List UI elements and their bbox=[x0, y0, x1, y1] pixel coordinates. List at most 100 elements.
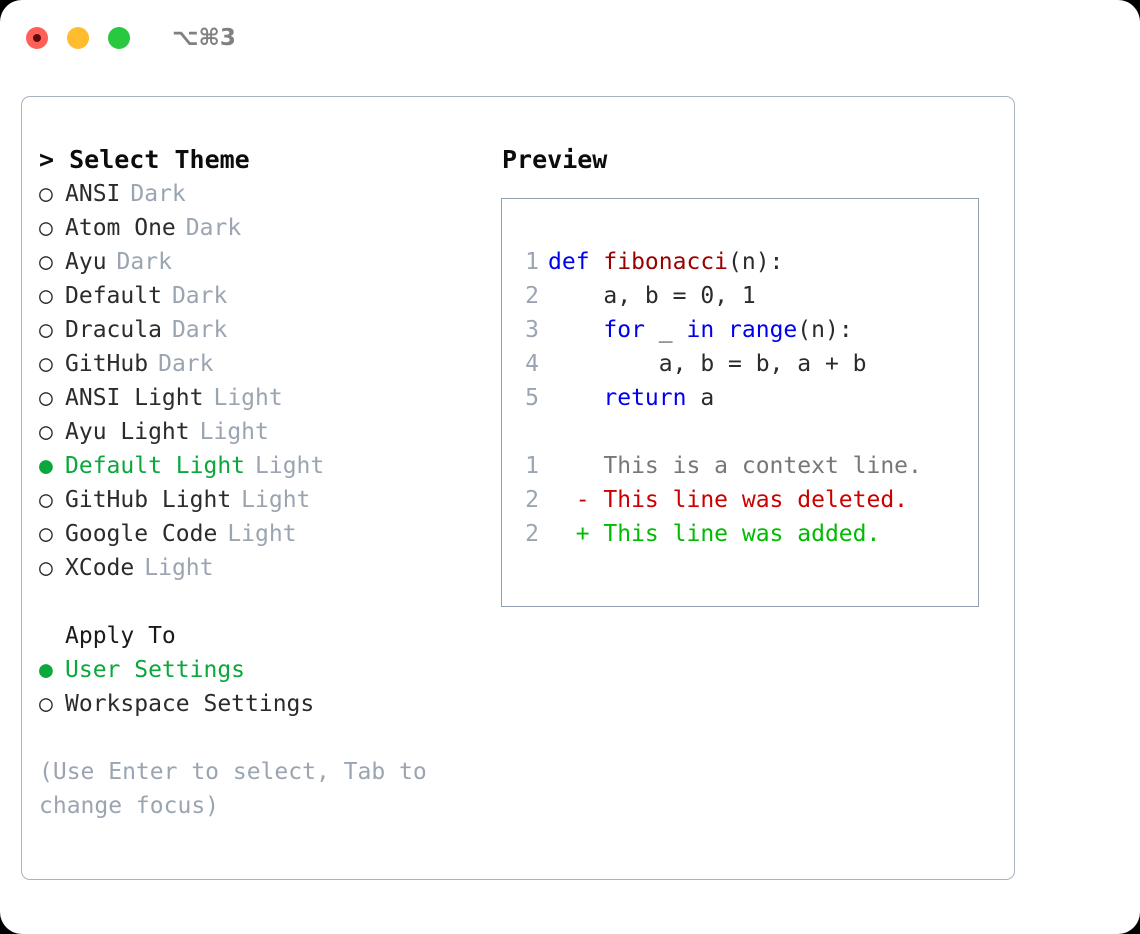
theme-option-xcode[interactable]: ○ XCode Light bbox=[39, 551, 501, 585]
theme-option-label: Ayu bbox=[65, 249, 107, 275]
code-line-text: return a bbox=[548, 381, 714, 415]
theme-option-variant: Dark bbox=[158, 351, 214, 377]
radio-icon: ○ bbox=[39, 555, 53, 581]
diff-sample: 1 This is a context line. 2 - This line w… bbox=[502, 449, 978, 551]
theme-option-variant: Light bbox=[227, 521, 297, 547]
code-line-number: 3 bbox=[525, 317, 539, 343]
theme-option-dracula[interactable]: ○ Dracula Dark bbox=[39, 313, 501, 347]
close-icon bbox=[33, 34, 41, 42]
theme-option-ayu[interactable]: ○ Ayu Dark bbox=[39, 245, 501, 279]
radio-icon: ○ bbox=[39, 181, 53, 207]
theme-option-label: ANSI bbox=[65, 181, 121, 207]
diff-line: 1 This is a context line. bbox=[502, 449, 978, 483]
radio-selected-icon: ● bbox=[39, 453, 53, 479]
theme-option-label: Ayu Light bbox=[65, 419, 190, 445]
theme-option-label: Atom One bbox=[65, 215, 176, 241]
radio-icon: ○ bbox=[39, 691, 53, 717]
code-token: a bbox=[700, 385, 715, 411]
code-line: 4 a, b = b, a + b bbox=[502, 347, 978, 381]
radio-icon: ○ bbox=[39, 215, 53, 241]
theme-option-variant: Light bbox=[144, 555, 214, 581]
theme-option-variant: Light bbox=[199, 419, 269, 445]
radio-selected-icon: ● bbox=[39, 657, 53, 683]
theme-option-google-code[interactable]: ○ Google Code Light bbox=[39, 517, 501, 551]
diff-line-text: This is a context line. bbox=[548, 453, 922, 479]
theme-option-ansi[interactable]: ○ ANSI Dark bbox=[39, 177, 501, 211]
code-line-number: 5 bbox=[525, 385, 539, 411]
radio-icon: ○ bbox=[39, 283, 53, 309]
maximize-button[interactable] bbox=[108, 27, 130, 49]
code-line-number: 1 bbox=[525, 249, 539, 275]
keyboard-shortcut-label: ⌥⌘3 bbox=[172, 25, 236, 51]
theme-option-label: GitHub Light bbox=[65, 487, 232, 513]
code-line-text: a, b = b, a + b bbox=[548, 347, 867, 381]
theme-option-variant: Light bbox=[241, 487, 311, 513]
theme-option-variant: Dark bbox=[116, 249, 172, 275]
diff-line-text: - This line was deleted. bbox=[548, 487, 909, 513]
theme-option-label: Google Code bbox=[65, 521, 218, 547]
radio-icon: ○ bbox=[39, 351, 53, 377]
code-token: a, b = 0, 1 bbox=[603, 283, 756, 309]
code-line-text: for _ in range(n): bbox=[548, 313, 853, 347]
theme-option-github-light[interactable]: ○ GitHub Light Light bbox=[39, 483, 501, 517]
code-token: (n): bbox=[728, 249, 784, 275]
theme-option-github[interactable]: ○ GitHub Dark bbox=[39, 347, 501, 381]
theme-option-variant: Light bbox=[255, 453, 325, 479]
spacer bbox=[39, 721, 501, 755]
code-line-number: 2 bbox=[525, 283, 539, 309]
theme-option-label: XCode bbox=[65, 555, 135, 581]
theme-option-variant: Dark bbox=[130, 181, 186, 207]
radio-icon: ○ bbox=[39, 419, 53, 445]
radio-icon: ○ bbox=[39, 487, 53, 513]
code-token: for bbox=[603, 317, 659, 343]
radio-icon: ○ bbox=[39, 249, 53, 275]
page-title: > Select Theme bbox=[39, 145, 250, 174]
radio-icon: ○ bbox=[39, 521, 53, 547]
code-token: def bbox=[548, 249, 604, 275]
title-bar: ⌥⌘3 bbox=[0, 0, 1140, 76]
code-line-text: a, b = 0, 1 bbox=[548, 279, 756, 313]
apply-to-option-workspace-settings[interactable]: ○ Workspace Settings bbox=[39, 687, 501, 721]
radio-icon: ○ bbox=[39, 385, 53, 411]
code-token: range bbox=[728, 317, 798, 343]
code-token: a, b = b, a + b bbox=[658, 351, 867, 377]
theme-option-ansi-light[interactable]: ○ ANSI Light Light bbox=[39, 381, 501, 415]
apply-to-option-user-settings[interactable]: ● User Settings bbox=[39, 653, 501, 687]
apply-to-option-label: Workspace Settings bbox=[65, 691, 315, 717]
theme-option-label: Dracula bbox=[65, 317, 162, 343]
theme-option-ayu-light[interactable]: ○ Ayu Light Light bbox=[39, 415, 501, 449]
diff-line-number: 2 bbox=[525, 487, 539, 513]
close-button[interactable] bbox=[26, 27, 48, 49]
code-token: _ bbox=[658, 317, 687, 343]
spacer bbox=[39, 585, 501, 619]
theme-option-variant: Light bbox=[213, 385, 283, 411]
radio-icon: ○ bbox=[39, 317, 53, 343]
code-line: 1 def fibonacci(n): bbox=[502, 245, 978, 279]
theme-option-label: GitHub bbox=[65, 351, 149, 377]
apply-to-option-label: User Settings bbox=[65, 657, 246, 683]
theme-option-default[interactable]: ○ Default Dark bbox=[39, 279, 501, 313]
diff-line: 2 + This line was added. bbox=[502, 517, 978, 551]
code-token: (n): bbox=[797, 317, 853, 343]
code-token: fibonacci bbox=[603, 249, 729, 275]
theme-option-label: Default bbox=[65, 283, 162, 309]
code-line: 3 for _ in range(n): bbox=[502, 313, 978, 347]
theme-option-label: ANSI Light bbox=[65, 385, 204, 411]
apply-to-heading: Apply To bbox=[65, 623, 176, 649]
theme-option-variant: Dark bbox=[171, 283, 228, 309]
code-line: 5 return a bbox=[502, 381, 978, 415]
theme-option-variant: Dark bbox=[171, 317, 228, 343]
minimize-button[interactable] bbox=[67, 27, 89, 49]
window-controls bbox=[26, 27, 130, 49]
code-line-number: 4 bbox=[525, 351, 539, 377]
keyboard-hint: (Use Enter to select, Tab to change focu… bbox=[39, 759, 427, 819]
code-token: return bbox=[603, 385, 701, 411]
apply-to-list: ● User Settings ○ Workspace Settings bbox=[39, 653, 501, 721]
